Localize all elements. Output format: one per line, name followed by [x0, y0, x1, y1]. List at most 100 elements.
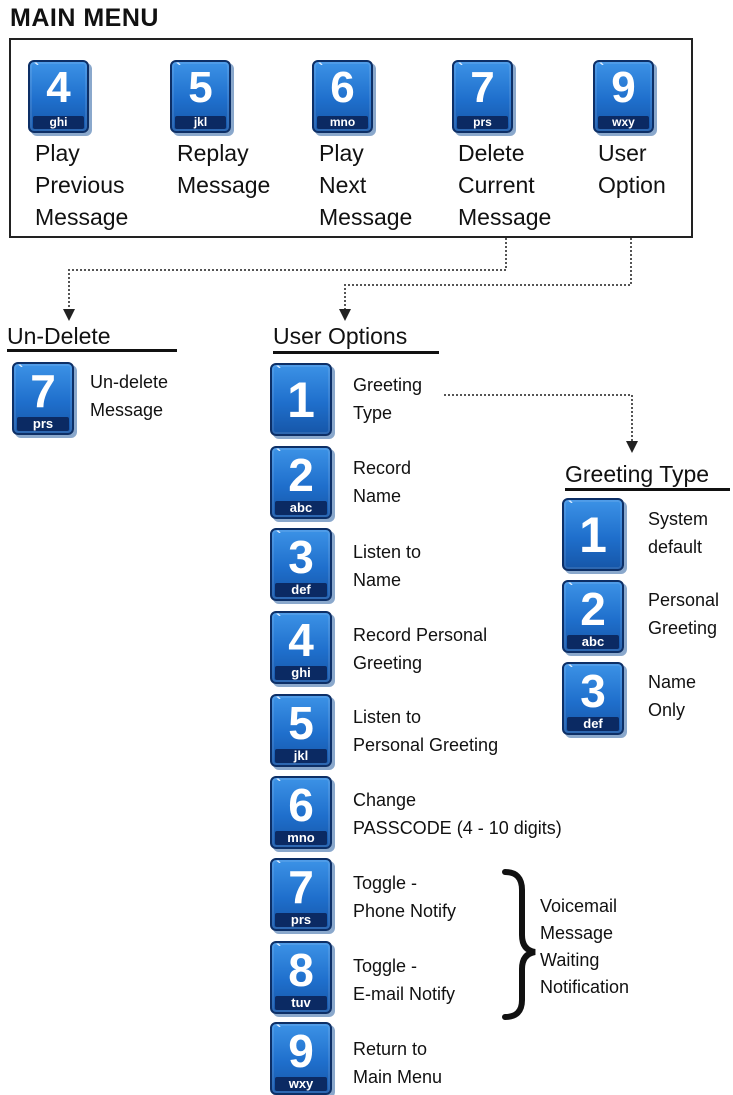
- key-digit: 1: [287, 372, 315, 428]
- user-option-key-1[interactable]: ` 1: [270, 363, 332, 436]
- key-letters: abc: [275, 500, 327, 515]
- greeting-key-2[interactable]: ` 2 abc: [562, 580, 624, 653]
- undelete-underline: [7, 349, 177, 352]
- key-digit: 3: [580, 665, 606, 717]
- user-option-key-7[interactable]: ` 7 prs: [270, 858, 332, 931]
- main-key-6[interactable]: ` 6 mno: [312, 60, 373, 133]
- main-label-7: Delete Current Message: [458, 140, 552, 230]
- key-tick-icon: `: [276, 695, 282, 712]
- greeting-label-2: Personal Greeting: [648, 590, 720, 638]
- key-digit: 4: [46, 63, 71, 112]
- key-digit: 7: [288, 861, 314, 913]
- key-digit: 2: [288, 449, 314, 501]
- key-letters: def: [275, 582, 327, 597]
- key-letters: ghi: [275, 665, 327, 680]
- user-option-key-6[interactable]: ` 6 mno: [270, 776, 332, 849]
- greeting-key-1[interactable]: ` 1: [562, 498, 624, 571]
- key-letters: wxy: [598, 115, 649, 129]
- arrowhead-undelete: [63, 309, 75, 321]
- key-letters: def: [567, 716, 619, 731]
- user-option-label-6: Change PASSCODE (4 - 10 digits): [353, 790, 562, 838]
- main-key-5[interactable]: ` 5 jkl: [170, 60, 231, 133]
- key-digit: 9: [288, 1025, 314, 1077]
- user-option-key-4[interactable]: ` 4 ghi: [270, 611, 332, 684]
- key-tick-icon: `: [276, 529, 282, 546]
- key-digit: 4: [288, 614, 314, 666]
- key-tick-icon: `: [34, 61, 40, 78]
- key-digit: 3: [288, 531, 314, 583]
- key-digit: 1: [579, 507, 607, 563]
- key-tick-icon: `: [276, 942, 282, 959]
- key-tick-icon: `: [276, 364, 282, 381]
- undelete-key-7[interactable]: ` 7 prs: [12, 362, 74, 435]
- notify-brace: [502, 869, 536, 1020]
- user-options-title: User Options: [273, 323, 408, 349]
- main-label-5: Replay Message: [177, 140, 271, 198]
- key-tick-icon: `: [276, 612, 282, 629]
- user-option-key-8[interactable]: ` 8 tuv: [270, 941, 332, 1014]
- key-tick-icon: `: [18, 363, 24, 380]
- main-label-6: Play Next Message: [319, 140, 413, 230]
- main-key-7[interactable]: ` 7 prs: [452, 60, 513, 133]
- greeting-type-title: Greeting Type: [565, 461, 710, 487]
- user-option-key-5[interactable]: ` 5 jkl: [270, 694, 332, 767]
- arrowhead-greeting-type: [626, 441, 638, 453]
- key-letters: tuv: [275, 995, 327, 1010]
- connector-user-options: [344, 238, 632, 315]
- key-digit: 7: [470, 63, 495, 112]
- greeting-key-3[interactable]: ` 3 def: [562, 662, 624, 735]
- main-label-9: User Option: [598, 140, 666, 198]
- key-letters: prs: [17, 416, 69, 431]
- connector-greeting-type: [444, 394, 633, 445]
- undelete-title: Un-Delete: [7, 323, 111, 349]
- key-letters: jkl: [175, 115, 226, 129]
- key-digit: 6: [288, 779, 314, 831]
- user-option-label-8: Toggle - E-mail Notify: [353, 956, 456, 1004]
- user-option-label-1: Greeting Type: [353, 375, 423, 423]
- key-tick-icon: `: [568, 581, 574, 598]
- key-digit: 7: [30, 365, 56, 417]
- greeting-label-3: Name Only: [648, 672, 697, 720]
- key-letters: prs: [275, 912, 327, 927]
- key-tick-icon: `: [176, 61, 182, 78]
- undelete-label: Un-delete Message: [90, 372, 169, 420]
- key-digit: 2: [580, 583, 606, 635]
- greeting-type-underline: [565, 488, 730, 491]
- greeting-label-1: System default: [648, 509, 709, 557]
- user-option-key-2[interactable]: ` 2 abc: [270, 446, 332, 519]
- key-tick-icon: `: [599, 61, 605, 78]
- user-option-label-4: Record Personal Greeting: [353, 625, 488, 673]
- main-menu-box: [9, 38, 693, 238]
- user-option-label-5: Listen to Personal Greeting: [353, 707, 499, 755]
- key-digit: 5: [288, 697, 314, 749]
- user-option-label-2: Record Name: [353, 458, 412, 506]
- key-tick-icon: `: [276, 1023, 282, 1040]
- key-digit: 8: [288, 944, 314, 996]
- notification-brace-label: Voicemail Message Waiting Notification: [540, 896, 630, 997]
- main-key-9[interactable]: ` 9 wxy: [593, 60, 654, 133]
- key-digit: 5: [188, 63, 213, 112]
- key-letters: wxy: [275, 1076, 327, 1091]
- key-tick-icon: `: [276, 447, 282, 464]
- connector-undelete: [68, 238, 507, 315]
- key-tick-icon: `: [276, 859, 282, 876]
- main-menu-title: MAIN MENU: [10, 4, 159, 32]
- key-letters: ghi: [33, 115, 84, 129]
- user-option-key-9[interactable]: ` 9 wxy: [270, 1022, 332, 1095]
- user-option-key-3[interactable]: ` 3 def: [270, 528, 332, 601]
- main-key-4[interactable]: ` 4 ghi: [28, 60, 89, 133]
- key-digit: 9: [611, 63, 636, 112]
- key-tick-icon: `: [458, 61, 464, 78]
- key-digit: 6: [330, 63, 355, 112]
- key-letters: prs: [457, 115, 508, 129]
- key-letters: abc: [567, 634, 619, 649]
- main-label-4: Play Previous Message: [35, 140, 129, 230]
- key-tick-icon: `: [276, 777, 282, 794]
- key-letters: jkl: [275, 748, 327, 763]
- user-option-label-9: Return to Main Menu: [353, 1039, 443, 1087]
- key-letters: mno: [317, 115, 368, 129]
- user-option-label-3: Listen to Name: [353, 542, 422, 590]
- key-tick-icon: `: [568, 499, 574, 516]
- key-letters: mno: [275, 830, 327, 845]
